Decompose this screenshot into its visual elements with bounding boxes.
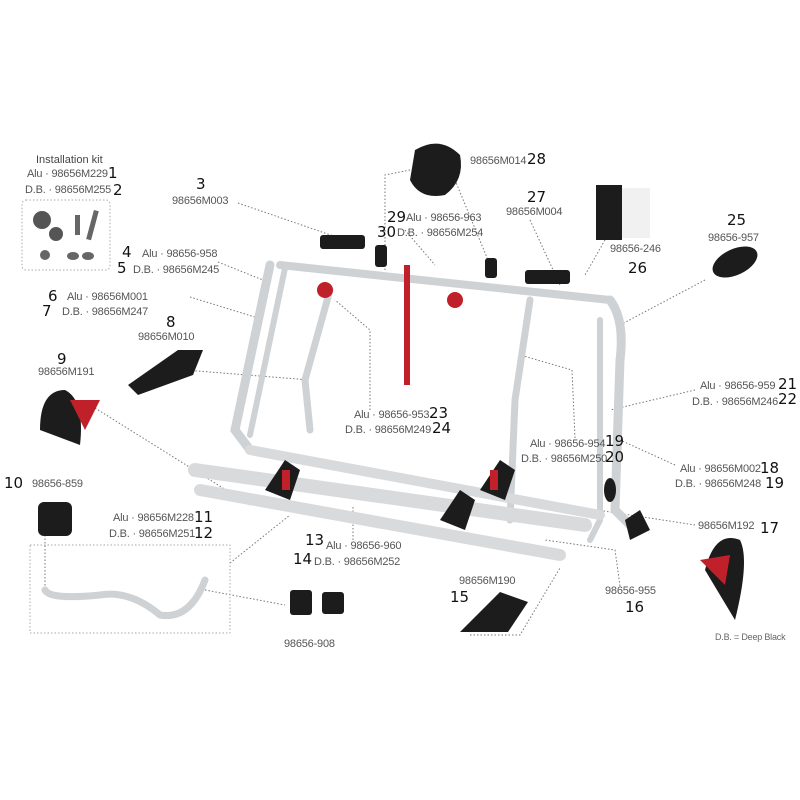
part-code-28: 98656M014	[470, 155, 527, 167]
part-number-19b: 19	[765, 474, 785, 492]
part-code-13: Alu · 98656-960	[326, 540, 402, 552]
part-wheel-holder-9	[40, 390, 100, 445]
part-code-3: 98656M003	[172, 195, 229, 207]
part-number-13: 13	[305, 531, 325, 549]
part-code-16: 98656-955	[605, 585, 656, 597]
part-number-28: 28	[527, 150, 547, 168]
part-number-20: 20	[605, 448, 625, 466]
part-code-22: D.B. · 98656M246	[692, 396, 779, 408]
part-number-15: 15	[450, 588, 470, 606]
part-code-19b: D.B. · 98656M248	[675, 478, 762, 490]
part-code-29: Alu · 98656-963	[406, 212, 482, 224]
part-holder-8	[128, 350, 203, 395]
kit-db-code: D.B. · 98656M255	[25, 184, 112, 196]
part-code-9: 98656M191	[38, 366, 95, 378]
part-number-14: 14	[293, 550, 313, 568]
part-number-6: 6	[48, 287, 58, 305]
red-straps	[282, 265, 498, 490]
part-wheel-holder-17	[700, 538, 744, 620]
part-number-22: 22	[778, 390, 798, 408]
part-code-15: 98656M190	[459, 575, 516, 587]
part-endcaps-908	[290, 590, 344, 615]
part-number-25: 25	[727, 211, 747, 229]
part-number-26: 26	[628, 259, 648, 277]
installation-kit-title: Installation kit	[36, 154, 103, 166]
part-number-21: 21	[778, 375, 798, 393]
part-code-26: 98656-246	[610, 243, 661, 255]
part-code-24: D.B. · 98656M249	[345, 424, 432, 436]
part-number-12: 12	[194, 524, 214, 542]
rails	[188, 445, 605, 561]
part-code-4: Alu · 98656-958	[142, 248, 218, 260]
part-code-30: D.B. · 98656M254	[397, 227, 484, 239]
part-number-29: 29	[387, 208, 407, 226]
part-cap-10	[38, 502, 72, 536]
kit-alu-number: 1	[108, 164, 118, 182]
part-number-24: 24	[432, 419, 452, 437]
kit-alu-code: Alu · 98656M229	[27, 168, 108, 180]
part-code-12: D.B. · 98656M251	[109, 528, 196, 540]
part-code-14: D.B. · 98656M252	[314, 556, 401, 568]
installation-kit-box	[21, 199, 111, 271]
part-number-8: 8	[166, 313, 176, 331]
part-code-27: 98656M004	[506, 206, 563, 218]
part-code-8: 98656M010	[138, 331, 195, 343]
part-wedge-15	[460, 592, 528, 632]
part-number-3: 3	[196, 175, 206, 193]
part-knob-28	[410, 143, 461, 196]
part-cover-26	[596, 185, 650, 240]
part-code-11: Alu · 98656M228	[113, 512, 194, 524]
part-number-9: 9	[57, 350, 67, 368]
part-number-23: 23	[429, 404, 449, 422]
part-code-25: 98656-957	[708, 232, 759, 244]
part-code-6: Alu · 98656M001	[67, 291, 148, 303]
part-code-20: D.B. · 98656M250	[521, 453, 608, 465]
part-code-18: Alu · 98656M002	[680, 463, 761, 475]
part-number-30: 30	[377, 223, 397, 241]
part-bar-11	[29, 544, 231, 634]
part-number-4: 4	[122, 243, 132, 261]
part-code-17: 98656M192	[698, 520, 755, 532]
part-number-17: 17	[760, 519, 780, 537]
part-number-11: 11	[194, 508, 214, 526]
part-code-21: Alu · 98656-959	[700, 380, 776, 392]
part-number-16: 16	[625, 598, 645, 616]
part-code-19: Alu · 98656-954	[530, 438, 606, 450]
part-code-908: 98656-908	[284, 638, 335, 650]
legend-deep-black: D.B. = Deep Black	[715, 632, 786, 642]
part-number-19: 19	[605, 432, 625, 450]
part-number-7: 7	[42, 302, 52, 320]
part-lamp-25	[712, 246, 758, 278]
part-code-10: 98656-859	[32, 478, 83, 490]
part-code-23: Alu · 98656-953	[354, 409, 430, 421]
part-code-7: D.B. · 98656M247	[62, 306, 149, 318]
part-code-5: D.B. · 98656M245	[133, 264, 220, 276]
part-number-18: 18	[760, 459, 780, 477]
part-number-27: 27	[527, 188, 547, 206]
part-number-5: 5	[117, 259, 127, 277]
part-number-10: 10	[4, 474, 24, 492]
kit-db-number: 2	[113, 181, 123, 199]
